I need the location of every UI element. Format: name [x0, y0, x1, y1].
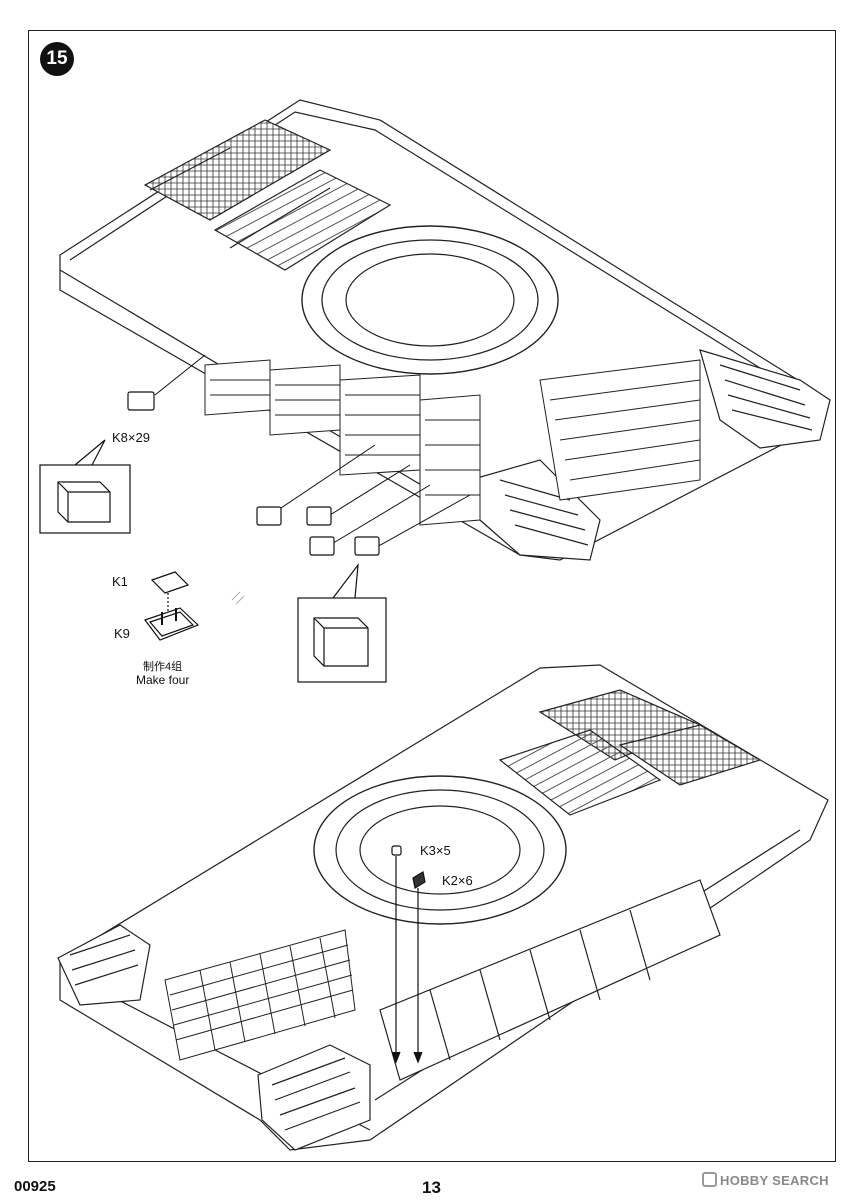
- k1-k9-subassembly: [144, 571, 200, 641]
- make-four-cn-label: 制作4组: [143, 661, 183, 673]
- k2-label: K2×6: [442, 873, 473, 888]
- k8-leader-lines: [154, 354, 471, 549]
- k3-label: K3×5: [420, 843, 451, 858]
- watermark: HOBBY SEARCH: [702, 1172, 829, 1188]
- k8-detail-box-left: [39, 439, 131, 534]
- upper-hull-drawing: [59, 99, 831, 561]
- product-code: 00925: [14, 1178, 56, 1195]
- k8-label: K8×29: [112, 430, 150, 445]
- k1-label: K1: [112, 574, 128, 589]
- lower-hull-drawing: [57, 664, 829, 1151]
- k3-k2-parts: [391, 845, 426, 1064]
- k8-blocks: [127, 391, 380, 556]
- page-number: 13: [422, 1178, 441, 1197]
- faint-mark: [231, 591, 245, 605]
- k9-label: K9: [114, 626, 130, 641]
- watermark-logo-icon: [702, 1172, 717, 1187]
- step-number-badge: 15: [40, 42, 74, 76]
- k8-detail-box-right: [297, 562, 387, 683]
- watermark-text: HOBBY SEARCH: [720, 1173, 829, 1188]
- make-four-label: Make four: [136, 673, 190, 687]
- page-frame: [28, 30, 836, 1162]
